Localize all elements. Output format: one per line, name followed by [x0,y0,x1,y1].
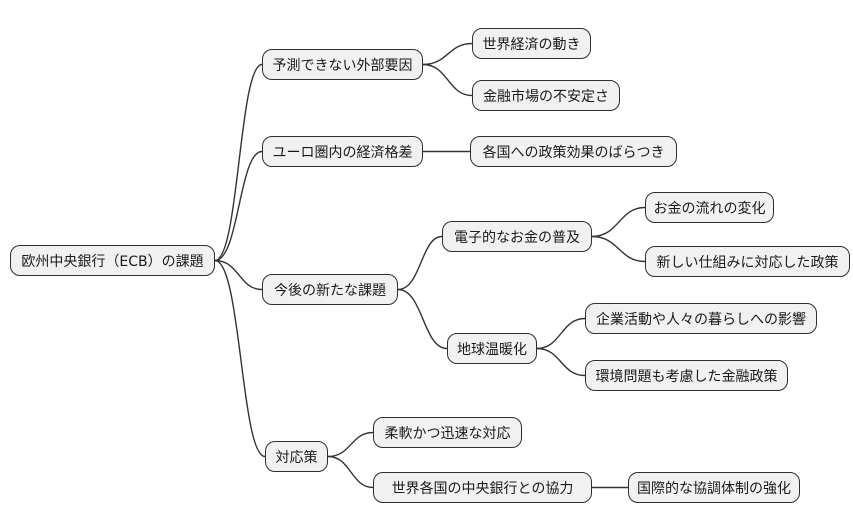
node-eurozone-disparity[interactable]: ユーロ圏内の経済格差 [262,136,423,167]
connector-digital-money-money-flow-change [591,206,646,238]
connector-external-factors-market-instability [422,63,473,97]
node-market-instability[interactable]: 金融市場の不安定さ [472,80,620,111]
node-countermeasures[interactable]: 対応策 [265,441,328,472]
node-money-flow-change[interactable]: お金の流れの変化 [645,192,774,223]
node-international-coordination[interactable]: 国際的な協調体制の強化 [628,472,800,503]
node-policy-effect-variation[interactable]: 各国への政策効果のばらつき [470,136,677,167]
node-flexible-response[interactable]: 柔軟かつ迅速な対応 [373,417,522,448]
connector-new-challenges-global-warming [397,288,448,350]
node-world-economy[interactable]: 世界経済の動き [472,28,591,59]
connector-external-factors-world-economy [422,42,473,66]
node-external-factors[interactable]: 予測できない外部要因 [262,49,423,80]
node-global-warming[interactable]: 地球温暖化 [447,333,537,364]
node-business-life-impact[interactable]: 企業活動や人々の暮らしへの影響 [585,303,817,334]
node-root[interactable]: 欧州中央銀行（ECB）の課題 [10,245,215,276]
connector-root-eurozone-disparity [214,150,263,262]
connector-countermeasures-central-bank-cooperation [327,455,374,489]
connector-global-warming-business-life-impact [536,317,586,350]
connector-new-challenges-digital-money [397,235,443,291]
node-central-bank-cooperation[interactable]: 世界各国の中央銀行との協力 [373,472,592,503]
node-digital-money[interactable]: 電子的なお金の普及 [442,221,592,252]
node-new-challenges[interactable]: 今後の新たな課題 [262,274,398,305]
node-new-framework-policy[interactable]: 新しい仕組みに対応した政策 [645,246,850,277]
connector-digital-money-new-framework-policy [591,235,646,263]
connector-root-new-challenges [214,259,263,291]
connector-global-warming-eco-monetary-policy [536,347,586,377]
connector-countermeasures-flexible-response [327,431,374,458]
connector-root-countermeasures [214,259,266,458]
node-eco-monetary-policy[interactable]: 環境問題も考慮した金融政策 [585,360,788,391]
connector-root-external-factors [214,63,263,262]
